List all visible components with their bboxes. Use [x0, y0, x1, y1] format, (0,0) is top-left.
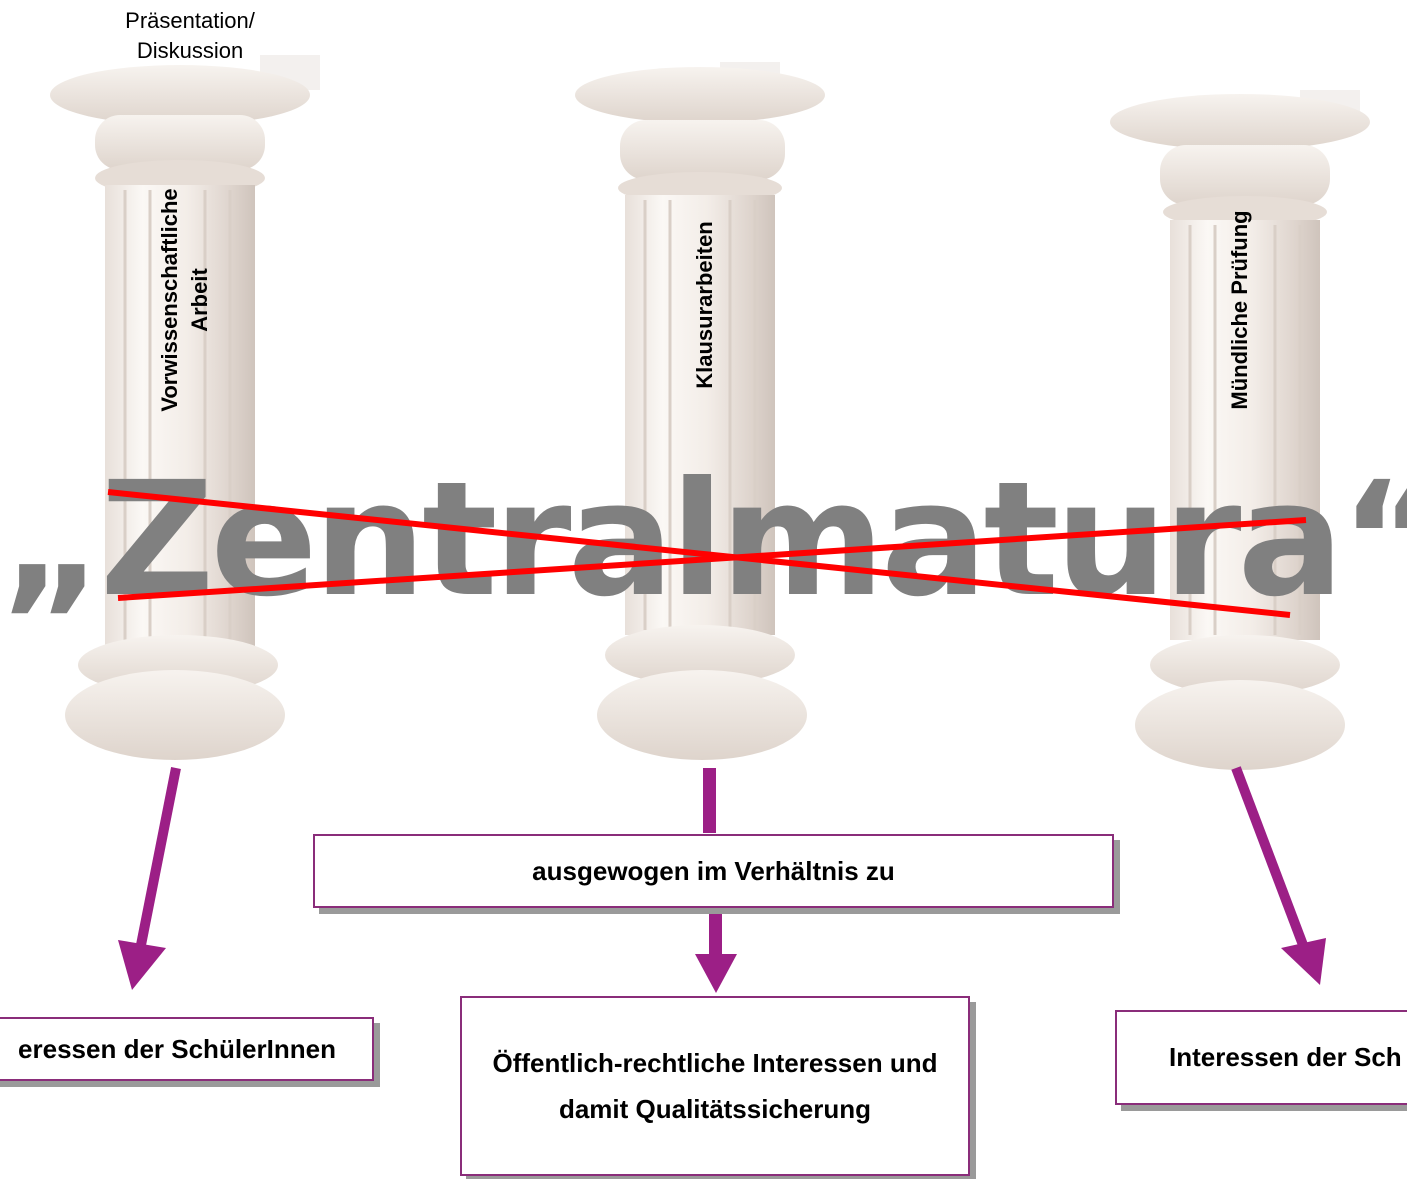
arrow-middle: [695, 768, 737, 993]
box-public-interests: Öffentlich-rechtliche Interessen und dam…: [460, 996, 970, 1176]
cross-line-1: [107, 489, 1291, 618]
arrow-left: [118, 767, 181, 990]
box-right-text: Interessen der Sch: [1169, 1042, 1402, 1072]
box-student-interests-right: Interessen der Sch: [1115, 1010, 1407, 1105]
box-student-interests-left: eressen der SchülerInnen: [0, 1017, 374, 1081]
arrow-right: [1231, 766, 1326, 985]
cross-line-2: [117, 517, 1307, 601]
box-left-text: eressen der SchülerInnen: [18, 1033, 336, 1064]
cross-out-mark: [107, 489, 1307, 618]
pillar-left: [50, 55, 320, 760]
box-middle-top-text: ausgewogen im Verhältnis zu: [532, 855, 895, 886]
box-middle-bottom-text: Öffentlich-rechtliche Interessen und dam…: [492, 1048, 938, 1124]
box-balanced-relation: ausgewogen im Verhältnis zu: [313, 834, 1114, 908]
pillar-right: [1110, 90, 1370, 770]
top-note: Präsentation/ Diskussion: [125, 8, 255, 63]
